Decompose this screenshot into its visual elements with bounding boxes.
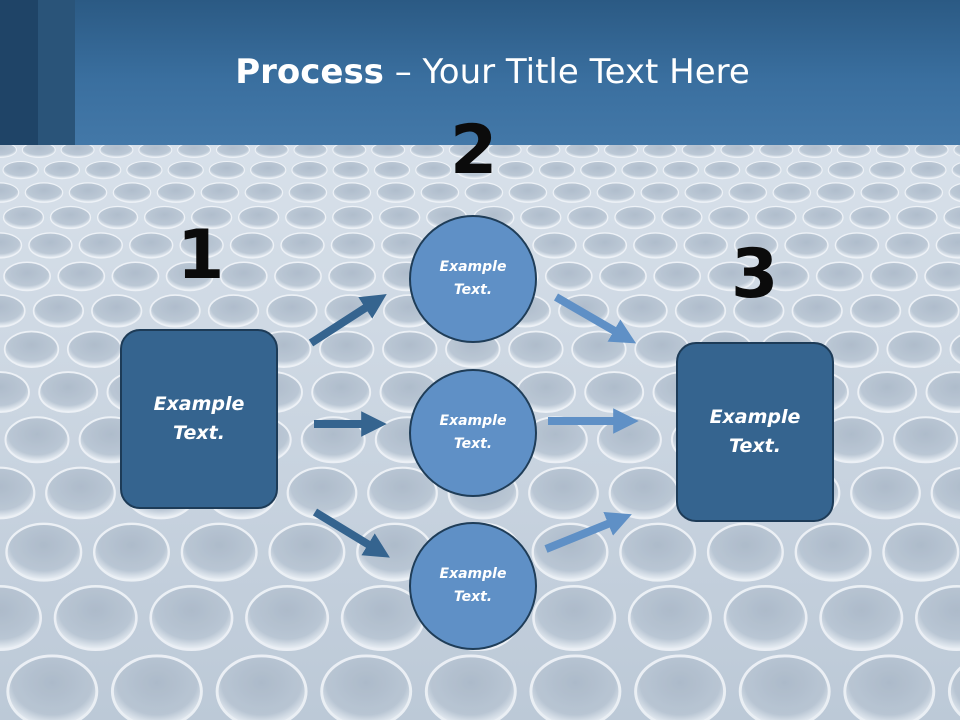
node-bottom: Example Text. [409, 522, 537, 650]
page-title: Process – Your Title Text Here [0, 52, 960, 92]
header-accent-dark [0, 0, 38, 145]
node-top-label: Example Text. [439, 259, 507, 298]
header-accent [38, 0, 75, 145]
step-1-number: 1 [177, 216, 225, 295]
title-bold: Process [235, 52, 384, 92]
step-3-box: Example Text. [676, 342, 834, 522]
arrow-1-to-bottom [312, 508, 390, 558]
node-top: Example Text. [409, 215, 537, 343]
arrow-top-to-3 [553, 293, 637, 344]
step-2-number: 2 [450, 111, 498, 190]
arrow-1-to-top [308, 294, 387, 347]
title-rest: – Your Title Text Here [383, 52, 750, 92]
step-1-label: Example Text. [153, 393, 245, 444]
header-bar: Process – Your Title Text Here [0, 0, 960, 145]
node-middle: Example Text. [409, 369, 537, 497]
node-middle-label: Example Text. [439, 413, 507, 452]
step-3-number: 3 [731, 235, 779, 314]
node-bottom-label: Example Text. [439, 566, 507, 605]
step-1-box: Example Text. [120, 329, 278, 509]
step-3-label: Example Text. [709, 406, 801, 457]
arrow-bottom-to-3 [544, 511, 632, 553]
